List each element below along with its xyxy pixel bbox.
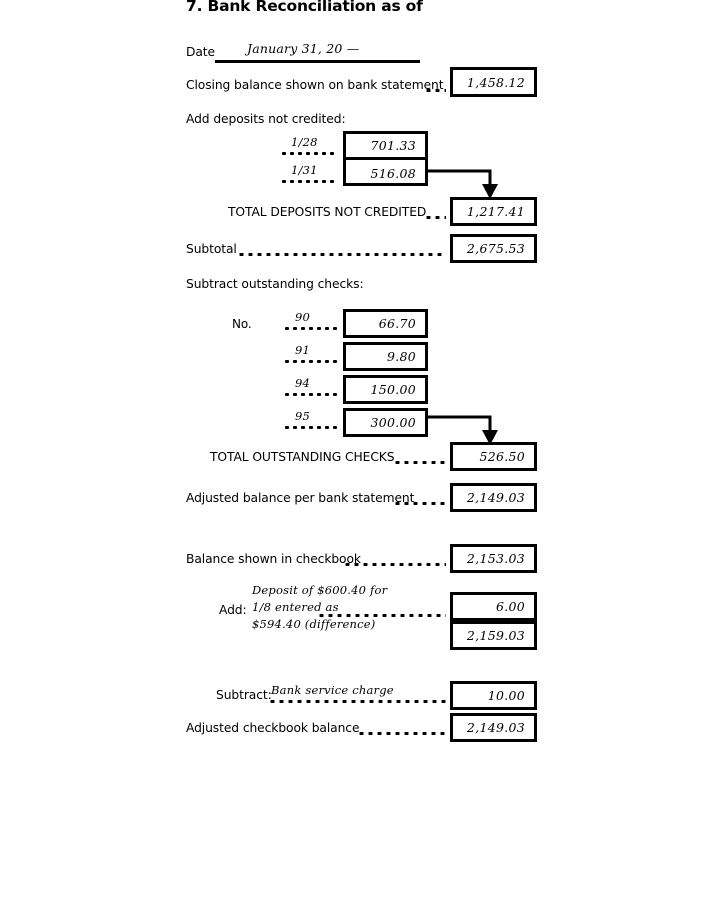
adjusted-bank-box[interactable]: 2,149.03	[450, 483, 537, 512]
deposit-amount-box-0[interactable]: 701.33	[346, 134, 425, 160]
add-note-line1[interactable]: Deposit of $600.40 for	[252, 583, 388, 597]
check-leader-1	[283, 360, 341, 363]
check-amount-box-2[interactable]: 150.00	[343, 375, 428, 404]
date-label: Date	[186, 45, 215, 59]
checkbook-balance-box[interactable]: 2,153.03	[450, 544, 537, 573]
subtotal-leader	[237, 253, 446, 256]
closing-balance-value: 1,458.12	[466, 74, 525, 90]
deposit-leader-1	[280, 180, 338, 183]
subtract-value-box[interactable]: 10.00	[450, 681, 537, 710]
deposit-date-0[interactable]: 1/28	[291, 135, 318, 149]
check-amount-3: 300.00	[370, 415, 416, 430]
add-value-box[interactable]: 6.00	[450, 592, 537, 621]
deposit-amount-0: 701.33	[370, 138, 416, 153]
add-deposits-label: Add deposits not credited:	[186, 112, 346, 126]
adjusted-checkbook-box[interactable]: 2,149.03	[450, 713, 537, 742]
deposits-box-group: 701.33 516.08	[343, 131, 428, 186]
adjusted-checkbook-leader	[357, 732, 446, 735]
adjusted-checkbook-label: Adjusted checkbook balance	[186, 721, 360, 735]
total-checks-leader	[393, 461, 446, 464]
closing-balance-label: Closing balance shown on bank statement	[186, 78, 444, 92]
subtotal-value: 2,675.53	[466, 241, 525, 256]
add-leader	[317, 614, 446, 617]
subtract-leader	[268, 700, 446, 703]
check-number-1[interactable]: 91	[295, 343, 311, 357]
check-amount-2: 150.00	[370, 382, 416, 397]
check-amount-box-0[interactable]: 66.70	[343, 309, 428, 338]
check-amount-1: 9.80	[386, 349, 416, 364]
add-label: Add:	[219, 603, 247, 617]
add-value: 6.00	[495, 599, 525, 614]
add-note-line3[interactable]: $594.40 (difference)	[252, 617, 376, 631]
check-amount-box-3[interactable]: 300.00	[343, 408, 428, 437]
check-amount-box-1[interactable]: 9.80	[343, 342, 428, 371]
check-number-2[interactable]: 94	[295, 376, 311, 390]
subtract-label: Subtract:	[216, 688, 272, 702]
check-leader-3	[283, 426, 341, 429]
date-value[interactable]: January 31, 20 —	[247, 41, 360, 56]
subtract-note[interactable]: Bank service charge	[271, 683, 394, 697]
check-number-label: No.	[232, 317, 252, 331]
check-leader-2	[283, 393, 341, 396]
add-note-line2[interactable]: 1/8 entered as	[252, 600, 339, 614]
deposits-total-arrow-icon	[427, 169, 498, 199]
form-title: 7. Bank Reconciliation as of	[186, 0, 423, 15]
total-checks-value: 526.50	[479, 449, 525, 464]
subtract-checks-label: Subtract outstanding checks:	[186, 277, 364, 291]
deposit-date-1[interactable]: 1/31	[291, 163, 318, 177]
deposit-amount-1: 516.08	[370, 165, 416, 181]
adjusted-bank-label: Adjusted balance per bank statement	[186, 491, 415, 505]
check-number-0[interactable]: 90	[295, 310, 311, 324]
checks-total-arrow-icon	[427, 415, 498, 445]
deposit-leader-0	[280, 152, 338, 155]
check-number-3[interactable]: 95	[295, 409, 311, 423]
total-deposits-value: 1,217.41	[466, 204, 525, 219]
total-deposits-leader	[424, 216, 446, 219]
closing-balance-leader	[424, 89, 446, 92]
total-checks-box[interactable]: 526.50	[450, 442, 537, 471]
adjusted-checkbook-value: 2,149.03	[466, 720, 525, 735]
total-deposits-label: TOTAL DEPOSITS NOT CREDITED	[228, 205, 427, 219]
subtotal-label: Subtotal	[186, 242, 237, 256]
deposit-amount-box-1[interactable]: 516.08	[346, 160, 425, 186]
total-deposits-box[interactable]: 1,217.41	[450, 197, 537, 226]
check-leader-0	[283, 327, 341, 330]
total-checks-label: TOTAL OUTSTANDING CHECKS	[210, 450, 395, 464]
subtract-value: 10.00	[487, 688, 525, 703]
date-underline	[215, 60, 420, 63]
checkbook-balance-value: 2,153.03	[466, 551, 525, 566]
checkbook-balance-label: Balance shown in checkbook	[186, 552, 361, 566]
add-subtotal-box[interactable]: 2,159.03	[450, 621, 537, 650]
closing-balance-box[interactable]: 1,458.12	[450, 67, 537, 97]
subtotal-box[interactable]: 2,675.53	[450, 234, 537, 263]
check-amount-0: 66.70	[378, 316, 416, 331]
checkbook-balance-leader	[343, 563, 446, 566]
adjusted-bank-leader	[393, 502, 446, 505]
add-subtotal-value: 2,159.03	[466, 628, 525, 643]
adjusted-bank-value: 2,149.03	[466, 490, 525, 505]
